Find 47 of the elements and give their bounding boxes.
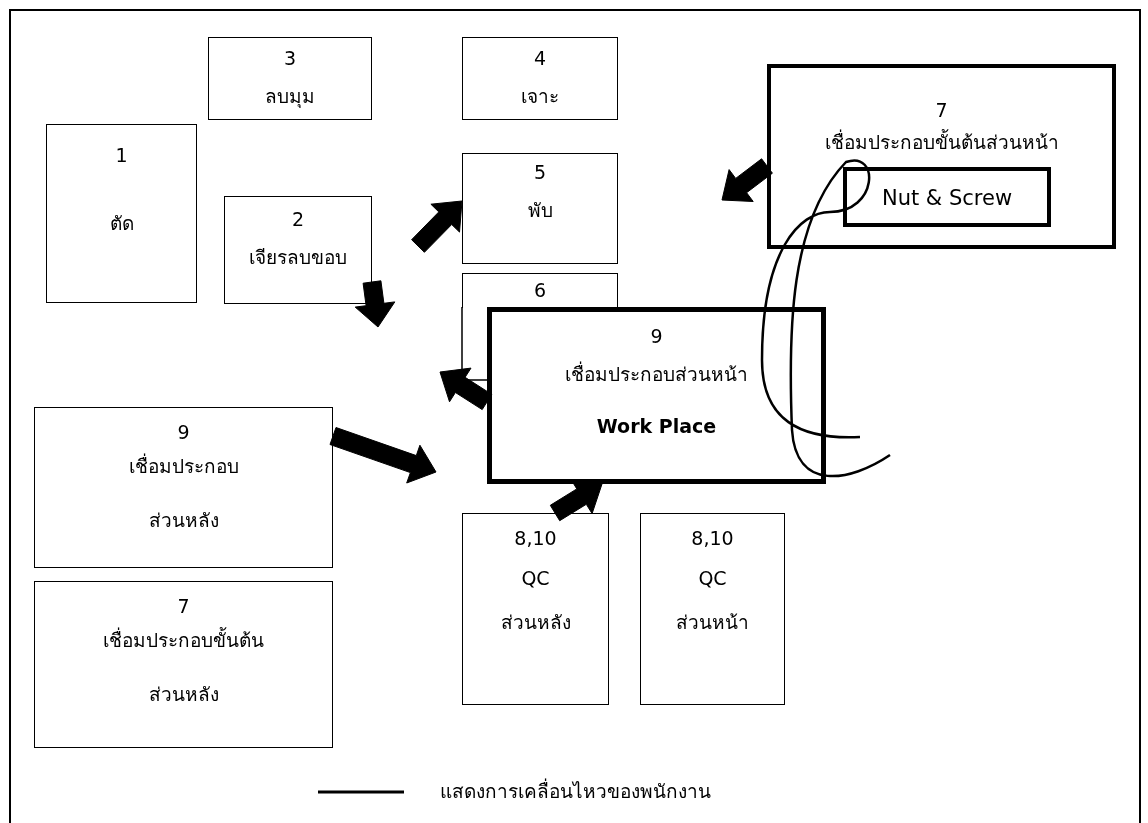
station-label: Nut & Screw	[880, 186, 1014, 210]
station-box	[46, 124, 197, 303]
station-label: เจียรลบขอบ	[248, 245, 348, 269]
station-number: 3	[282, 46, 298, 70]
station-label: ส่วนหลัง	[147, 508, 220, 532]
station-label: ตัด	[108, 211, 135, 235]
station-label: เชื่อมประกอบขั้นต้น	[102, 628, 265, 652]
station-label: QC	[520, 566, 551, 590]
work-place-box	[487, 307, 826, 484]
station-label: QC	[697, 566, 728, 590]
station-number: 8,10	[513, 526, 558, 550]
block-arrow	[411, 200, 463, 253]
block-arrow	[439, 367, 493, 411]
station-label: เชื่อมประกอบ	[127, 454, 240, 478]
station-box	[462, 153, 618, 264]
station-box	[462, 513, 609, 705]
station-label: เจาะ	[520, 84, 560, 108]
station-label: เชื่อมประกอบส่วนหน้า	[564, 362, 749, 386]
station-label: ส่วนหน้า	[675, 610, 750, 634]
station-number: 7	[934, 98, 949, 122]
station-box	[640, 513, 785, 705]
station-label: พับ	[526, 198, 554, 222]
station-label: Work Place	[595, 414, 718, 438]
station-number: 9	[176, 420, 191, 444]
station-label: เชื่อมประกอบขั้นต้นส่วนหน้า	[823, 130, 1060, 154]
station-label: ลบมุม	[264, 84, 316, 108]
nut-screw-box	[843, 167, 1051, 227]
station-number: 1	[114, 143, 129, 167]
legend-text: แสดงการเคลื่อนไหวของพนักงาน	[440, 779, 711, 803]
station-number: 2	[290, 207, 306, 231]
station-label: ส่วนหลัง	[499, 610, 572, 634]
station-number: 7	[176, 594, 191, 618]
block-arrow	[329, 427, 437, 484]
station-number: 8,10	[690, 526, 735, 550]
station-label: ส่วนหลัง	[147, 682, 220, 706]
station-box	[34, 407, 333, 568]
station-number: 4	[532, 46, 548, 70]
station-box	[208, 37, 372, 120]
station-number: 5	[532, 160, 548, 184]
block-arrow	[721, 158, 773, 202]
station-number: 6	[532, 278, 548, 302]
station-box	[224, 196, 372, 304]
station-box	[34, 581, 333, 748]
station-box	[462, 37, 618, 120]
station-number: 9	[649, 324, 664, 348]
station-box	[767, 64, 1116, 249]
block-arrow	[354, 280, 396, 328]
